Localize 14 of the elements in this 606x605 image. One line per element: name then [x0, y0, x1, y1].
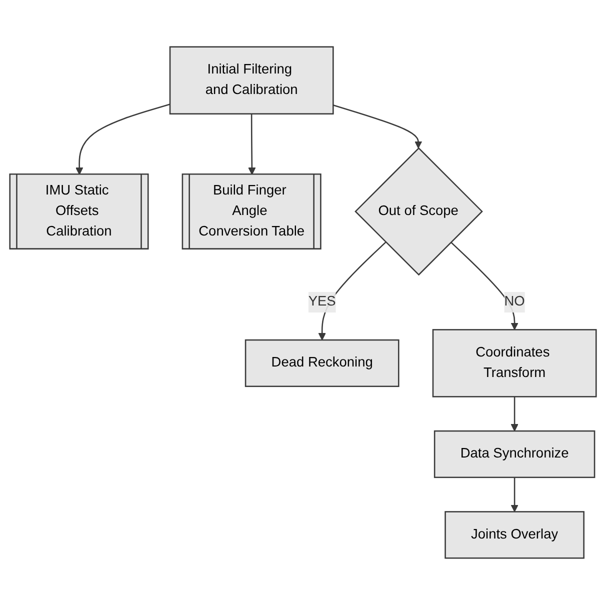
- arrow: [510, 477, 518, 512]
- edge-label: NO: [504, 294, 525, 310]
- node-box: Data Synchronize: [434, 430, 596, 478]
- arrow: [332, 104, 422, 149]
- arrow: [248, 114, 256, 175]
- node-diamond: Out of Scope: [354, 147, 483, 276]
- node-box: Initial Filtering and Calibration: [169, 46, 334, 114]
- arrow: [76, 104, 170, 175]
- edge-label: YES: [308, 294, 336, 310]
- arrow: [510, 396, 518, 432]
- node-box: Coordinates Transform: [432, 329, 597, 398]
- arrow: [450, 242, 518, 330]
- node-box: Joints Overlay: [444, 511, 584, 559]
- node-box: Dead Reckoning: [244, 339, 400, 388]
